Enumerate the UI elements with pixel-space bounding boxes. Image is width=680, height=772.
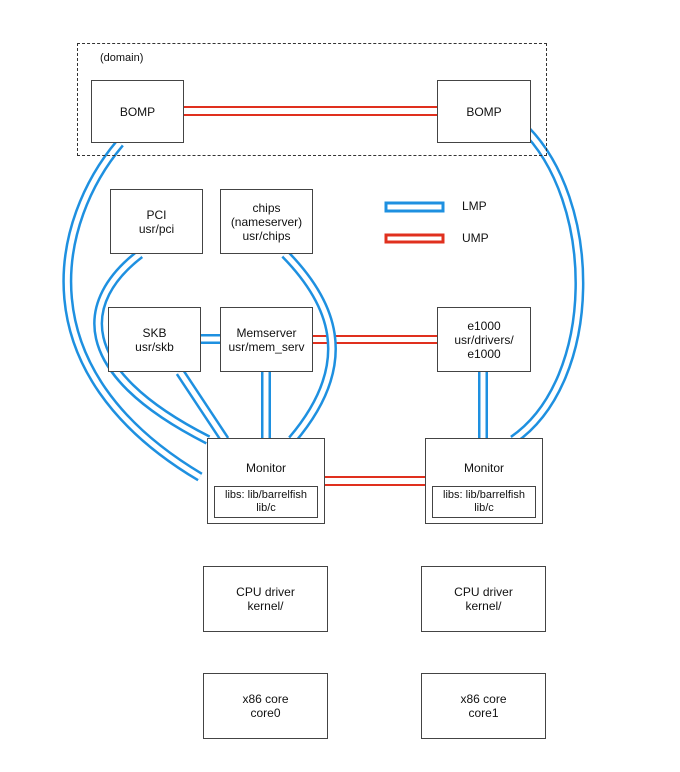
monitor0-title: Monitor [245, 461, 286, 475]
lmp-bomp-left-monitor0 [62, 139, 203, 482]
lmp-chips-monitor0 [281, 250, 337, 444]
ump-bomp-bomp [184, 106, 437, 116]
chips-label: chips [252, 200, 281, 215]
cpu-driver0-box: CPU driver kernel/ [203, 566, 328, 632]
core1-id: core1 [468, 706, 499, 720]
core1-box: x86 core core1 [421, 673, 546, 739]
cpu-driver0-label: CPU driver [236, 585, 295, 599]
cpu-driver1-label: CPU driver [454, 585, 513, 599]
monitor1-libs-line1: libs: lib/barrelfish [443, 489, 525, 501]
e1000-label: e1000 [467, 318, 501, 333]
cpu-driver1-box: CPU driver kernel/ [421, 566, 546, 632]
chips-path: usr/chips [242, 228, 291, 243]
memserver-box: Memserver usr/mem_serv [220, 307, 313, 372]
domain-boundary [77, 43, 547, 156]
bomp-right-label: BOMP [466, 104, 502, 119]
bomp-left-label: BOMP [119, 104, 156, 119]
e1000-path: usr/drivers/ [454, 332, 514, 347]
legend-lmp-label: LMP [462, 199, 487, 213]
pci-label: PCI [146, 207, 167, 222]
ump-monitor-monitor [325, 476, 425, 486]
skb-label: SKB [142, 325, 167, 340]
lmp-channels [62, 122, 585, 482]
monitor1-libs: libs: lib/barrelfish lib/c [432, 486, 536, 518]
core0-label: x86 core [242, 692, 289, 706]
monitor0-box: Monitor libs: lib/barrelfish lib/c [207, 438, 325, 524]
core1-label: x86 core [460, 692, 507, 706]
pci-box: PCI usr/pci [110, 189, 203, 254]
cpu-driver1-path: kernel/ [465, 599, 502, 613]
chips-role: (nameserver) [230, 214, 303, 229]
skb-box: SKB usr/skb [108, 307, 201, 372]
legend-lmp-swatch [384, 201, 445, 213]
memserver-label: Memserver [236, 325, 297, 340]
lmp-bomp-right-monitor1 [510, 122, 585, 445]
monitor0-libs-line1: libs: lib/barrelfish [225, 489, 307, 501]
legend-ump-swatch [384, 233, 445, 244]
monitor0-libs: libs: lib/barrelfish lib/c [214, 486, 318, 518]
bomp-right-box: BOMP [437, 80, 531, 143]
core0-box: x86 core core0 [203, 673, 328, 739]
monitor1-box: Monitor libs: lib/barrelfish lib/c [425, 438, 543, 524]
cpu-driver0-path: kernel/ [247, 599, 284, 613]
bomp-left-box: BOMP [91, 80, 184, 143]
monitor1-title: Monitor [463, 461, 504, 475]
legend-ump-label: UMP [462, 231, 489, 245]
memserver-path: usr/mem_serv [228, 339, 305, 354]
pci-path: usr/pci [138, 221, 175, 236]
e1000-path-tail: e1000 [467, 346, 501, 361]
monitor1-libs-line2: lib/c [474, 502, 494, 514]
skb-path: usr/skb [135, 339, 174, 354]
e1000-box: e1000 usr/drivers/ e1000 [437, 307, 531, 372]
lmp-pci-monitor0 [93, 250, 211, 445]
core0-id: core0 [250, 706, 281, 720]
chips-box: chips (nameserver) usr/chips [220, 189, 313, 254]
monitor0-libs-line2: lib/c [256, 502, 276, 514]
lmp-skb-monitor0 [175, 369, 230, 443]
domain-label: (domain) [100, 52, 144, 64]
